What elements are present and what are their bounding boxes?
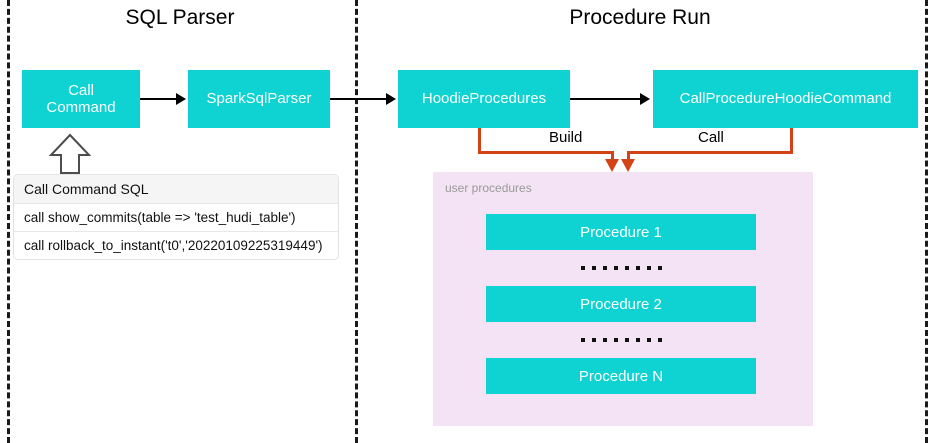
divider-middle bbox=[355, 0, 358, 443]
node-call-command[interactable]: Call Command bbox=[22, 70, 140, 128]
sql-table-row: call show_commits(table => 'test_hudi_ta… bbox=[14, 204, 338, 232]
arrowhead-right-icon bbox=[640, 93, 650, 105]
ellipsis-dots bbox=[486, 333, 756, 347]
procedure-item-label: Procedure N bbox=[578, 367, 664, 385]
procedure-item-label: Procedure 2 bbox=[580, 295, 662, 313]
ellipsis-dots bbox=[486, 261, 756, 275]
procedure-item[interactable]: Procedure 1 bbox=[486, 214, 756, 250]
connector-call-segment-vertical bbox=[790, 128, 793, 154]
procedure-item-label: Procedure 1 bbox=[580, 223, 662, 241]
node-call-command-label-line2: Command bbox=[46, 99, 116, 116]
procedure-item[interactable]: Procedure N bbox=[486, 358, 756, 394]
section-title-procedure-run: Procedure Run bbox=[569, 6, 711, 29]
divider-right bbox=[925, 0, 928, 443]
edge-hoodieprocedures-to-callprocedurehoodiecommand bbox=[570, 98, 642, 100]
node-spark-sql-parser[interactable]: SparkSqlParser bbox=[188, 70, 330, 128]
node-call-command-label-line1: Call bbox=[68, 81, 94, 99]
edge-sparksqlparser-to-hoodieprocedures bbox=[330, 98, 388, 100]
arrowhead-down-icon bbox=[621, 159, 635, 172]
sql-table-header: Call Command SQL bbox=[14, 175, 338, 204]
arrowhead-down-icon bbox=[605, 159, 619, 172]
procedure-item[interactable]: Procedure 2 bbox=[486, 286, 756, 322]
user-procedures-label: user procedures bbox=[445, 181, 532, 195]
divider-left bbox=[7, 0, 10, 443]
connector-build-segment-drop bbox=[611, 151, 614, 162]
node-call-procedure-hoodie-command[interactable]: CallProcedureHoodieCommand bbox=[653, 70, 918, 128]
up-block-arrow-icon bbox=[48, 133, 92, 174]
connector-call-segment-drop bbox=[627, 151, 630, 162]
node-hoodie-procedures-label: HoodieProcedures bbox=[421, 90, 547, 108]
connector-build-segment-horizontal bbox=[478, 151, 614, 154]
edge-label-call: Call bbox=[694, 129, 728, 146]
call-command-sql-table: Call Command SQL call show_commits(table… bbox=[14, 175, 338, 259]
connector-call-segment-horizontal bbox=[627, 151, 793, 154]
arrowhead-right-icon bbox=[176, 93, 186, 105]
node-hoodie-procedures[interactable]: HoodieProcedures bbox=[398, 70, 570, 128]
arrowhead-right-icon bbox=[386, 93, 396, 105]
connector-build-segment-vertical bbox=[478, 128, 481, 154]
edge-callcommand-to-sparksqlparser bbox=[140, 98, 178, 100]
node-call-procedure-hoodie-command-label: CallProcedureHoodieCommand bbox=[679, 90, 892, 108]
section-title-sql-parser: SQL Parser bbox=[125, 6, 235, 29]
sql-table-row: call rollback_to_instant('t0','202201092… bbox=[14, 232, 338, 259]
node-spark-sql-parser-label: SparkSqlParser bbox=[206, 90, 312, 108]
edge-label-build: Build bbox=[545, 129, 587, 146]
